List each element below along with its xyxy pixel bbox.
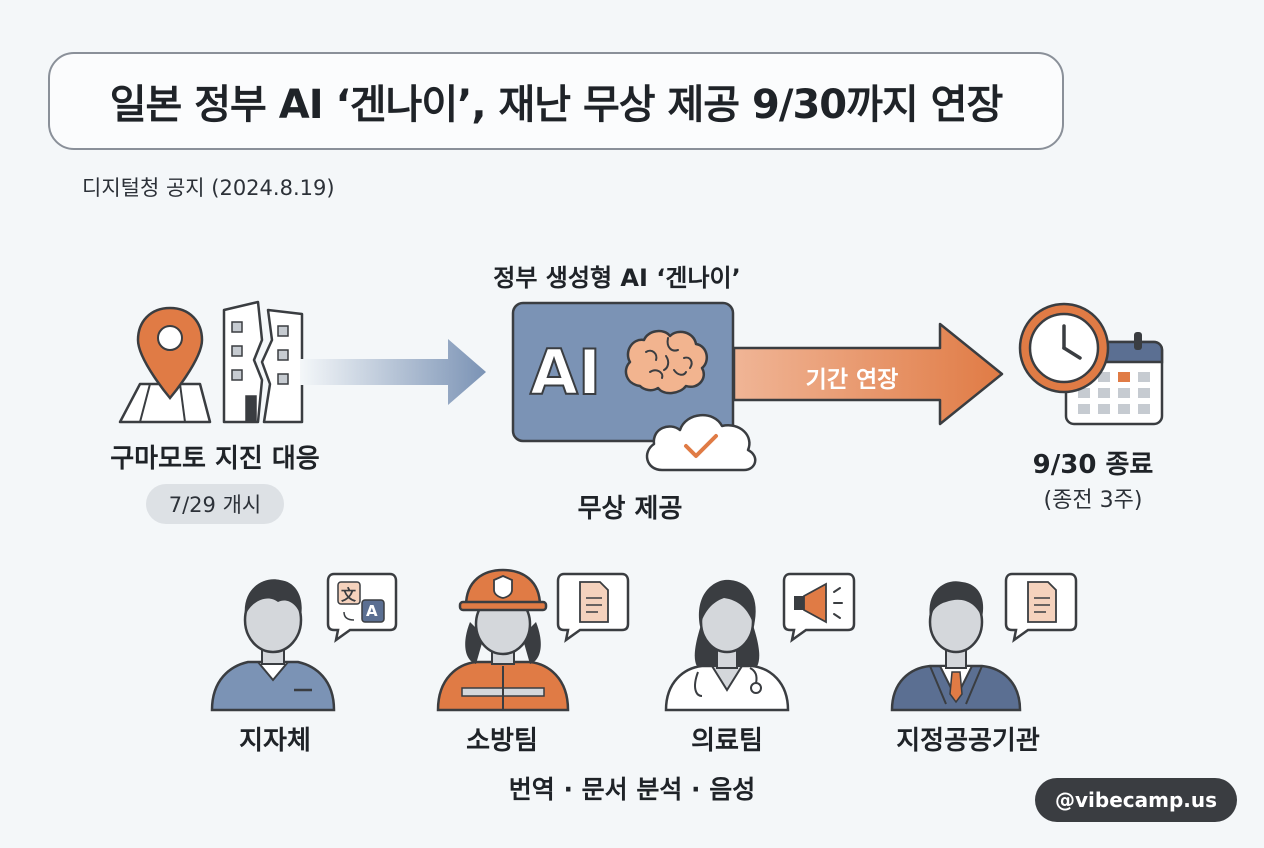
title-box: 일본 정부 AI ‘겐나이’, 재난 무상 제공 9/30까지 연장 — [48, 52, 1064, 150]
right-node-label: 9/30 종료 — [1032, 450, 1154, 480]
subtitle: 디지털청 공지 (2024.8.19) — [82, 176, 335, 200]
public-agency-avatar — [890, 581, 1022, 712]
left-node-label: 구마모토 지진 대응 — [110, 444, 320, 474]
document-icon — [556, 572, 630, 643]
page-title: 일본 정부 AI ‘겐나이’, 재난 무상 제공 9/30까지 연장 — [109, 82, 1004, 128]
right-node-sublabel: (종전 3주) — [1043, 488, 1143, 513]
cloud-check-icon — [645, 413, 757, 472]
center-node-label: 무상 제공 — [577, 494, 683, 524]
translate-source-letter: 文 — [341, 586, 357, 604]
location-pin-icon — [118, 306, 212, 424]
features-line: 번역 · 문서 분석 · 음성 — [508, 775, 756, 804]
document-icon — [1004, 572, 1078, 643]
extension-arrow-label: 기간 연장 — [805, 367, 899, 393]
user-label-municipality: 지자체 — [239, 726, 311, 756]
translate-icon — [326, 572, 398, 643]
user-label-fire: 소방팀 — [466, 726, 538, 756]
translate-target-letter: A — [366, 602, 378, 620]
extension-arrow — [732, 322, 1004, 426]
user-label-public-agency: 지정공공기관 — [896, 726, 1040, 756]
megaphone-icon — [782, 572, 856, 643]
firefighter-avatar — [436, 568, 570, 712]
medical-worker-avatar — [664, 579, 790, 712]
clock-icon — [1018, 302, 1110, 394]
watermark-badge: @vibecamp.us — [1035, 778, 1237, 822]
arrow-to-ai — [300, 339, 486, 405]
ai-panel-text: AI — [529, 335, 602, 410]
cracked-building-icon — [222, 300, 304, 424]
user-label-medical: 의료팀 — [691, 726, 763, 756]
municipal-worker-avatar — [210, 579, 336, 712]
start-date-badge: 7/29 개시 — [146, 484, 284, 524]
brain-icon — [624, 329, 709, 395]
ai-heading: 정부 생성형 AI ‘겐나이’ — [493, 264, 741, 292]
